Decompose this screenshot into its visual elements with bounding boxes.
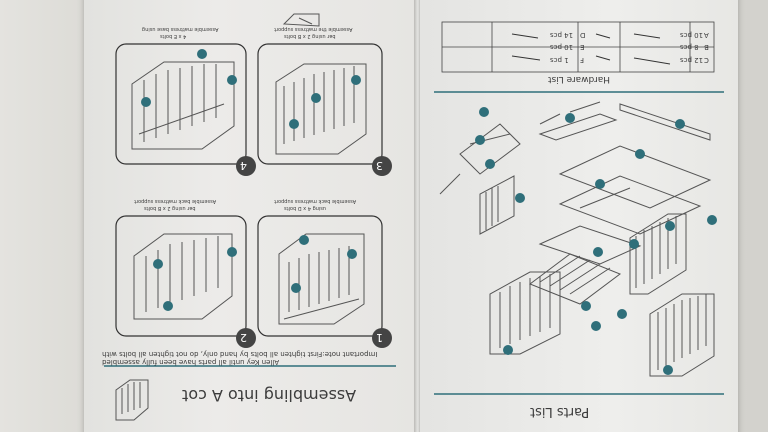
hardware-code-a: A — [704, 31, 709, 39]
step-caption-2b: bar using 2 x B bolts — [144, 205, 196, 211]
step-caption-1b: using 4 x D bolts — [284, 205, 327, 211]
important-note-line2: Allen Key until all parts have been full… — [102, 358, 280, 366]
assembly-diagrams — [104, 13, 396, 421]
hardware-count-c: 12 pcs — [680, 56, 704, 64]
step-caption-1a: Assemble back mattress support — [274, 198, 357, 204]
step-box-3 — [257, 43, 383, 165]
cot-thumbnail-icon — [115, 379, 149, 421]
step-box-1 — [257, 215, 383, 337]
hardware-code-b: B — [704, 43, 709, 51]
parts-list-title: Parts List — [530, 404, 590, 419]
assembly-page: Assembling into A cot Important note:Fir… — [84, 0, 416, 432]
book-spine — [414, 0, 422, 432]
hardware-code-d: D — [580, 31, 586, 39]
step-number-2: 2 — [240, 331, 247, 344]
step-number-3: 3 — [376, 159, 383, 172]
hardware-count-d: 14 pcs — [550, 31, 574, 39]
hardware-table — [441, 21, 715, 73]
hardware-count-a: 10 pcs — [680, 31, 704, 39]
hardware-count-f: 1 pcs — [550, 56, 569, 64]
step-badge-1 — [372, 328, 392, 348]
assembly-title: Assembling into A cot — [182, 386, 357, 405]
step-number-4: 4 — [240, 159, 247, 172]
step-box-2 — [115, 215, 247, 337]
important-note-line1: Important note:First tighten all bolts b… — [102, 350, 378, 358]
step-box-4 — [115, 43, 247, 165]
hardware-glyphs — [511, 33, 671, 65]
hardware-code-f: F — [580, 56, 585, 64]
step-caption-2a: Assemble back mattress support — [134, 198, 217, 204]
step-badge-3 — [372, 156, 392, 176]
step-badge-2 — [236, 328, 256, 348]
hardware-code-e: E — [580, 43, 585, 51]
step-caption-4a: Assemble mattress base using — [142, 26, 219, 32]
step-number-1: 1 — [376, 331, 383, 344]
step-caption-3a: Assemble the mattress support — [274, 26, 353, 32]
step-caption-3b: bar using 2 x B bolts — [284, 33, 336, 39]
hardware-code-c: C — [704, 56, 709, 64]
hardware-count-e: 10 pcs — [550, 43, 574, 51]
step-caption-4b: 4 x E bolts — [160, 33, 187, 39]
parts-diagram — [434, 21, 724, 395]
hardware-list-title: Hardware List — [548, 74, 611, 84]
hardware-count-b: 8 pcs — [680, 43, 699, 51]
step-badge-4 — [236, 156, 256, 176]
